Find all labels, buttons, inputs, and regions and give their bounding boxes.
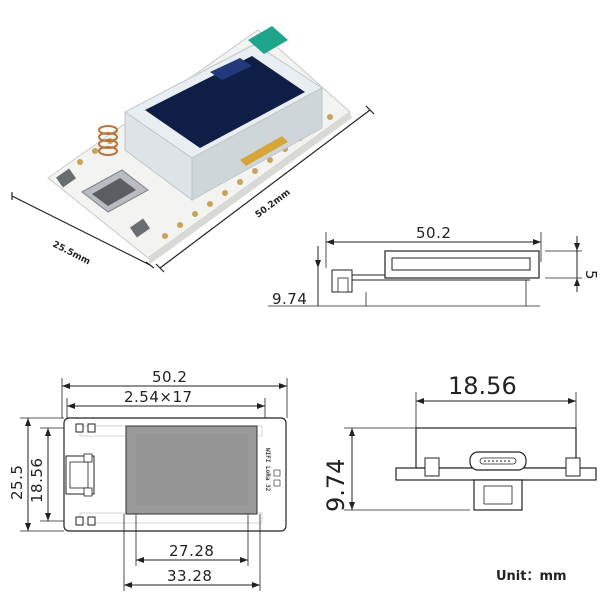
inner-width-label: 18.56 <box>28 458 46 503</box>
end-width-label: 18.56 <box>448 372 517 400</box>
top-width-label: 25.5 <box>8 465 26 500</box>
oled-screen <box>145 56 305 148</box>
side-view: 50.2 5 9.74 <box>268 224 600 308</box>
flex-cable-tab <box>248 26 288 54</box>
photo-width-dim-line <box>11 195 151 266</box>
pitch-label: 2.54×17 <box>124 388 193 406</box>
end-left-post <box>424 457 440 477</box>
board-marking: WIFI LoRa 32 <box>264 448 271 492</box>
spring-antenna <box>98 125 118 156</box>
end-right-post <box>565 457 581 477</box>
screen-module-label: 33.28 <box>167 567 212 585</box>
prg-button <box>130 218 150 238</box>
side-height-label: 5 <box>582 270 600 280</box>
end-height-label: 9.74 <box>322 459 350 512</box>
photo-width-label: 25.5mm <box>51 240 92 268</box>
screen-active-area <box>136 434 248 506</box>
screen-label: 27.28 <box>169 542 214 560</box>
end-view: 18.56 9.74 <box>322 372 597 512</box>
top-view: 50.2 2.54×17 25.5 18.56 <box>8 368 288 591</box>
side-length-label: 50.2 <box>416 224 451 242</box>
top-length-label: 50.2 <box>152 368 187 386</box>
photo-length-dim-line <box>159 109 371 269</box>
reset-button <box>56 168 76 188</box>
pcb-edge <box>148 112 352 264</box>
board-photo: 25.5mm 50.2mm <box>11 26 375 273</box>
unit-note: Unit：mm <box>496 569 567 584</box>
side-thickness-label: 9.74 <box>272 290 307 308</box>
